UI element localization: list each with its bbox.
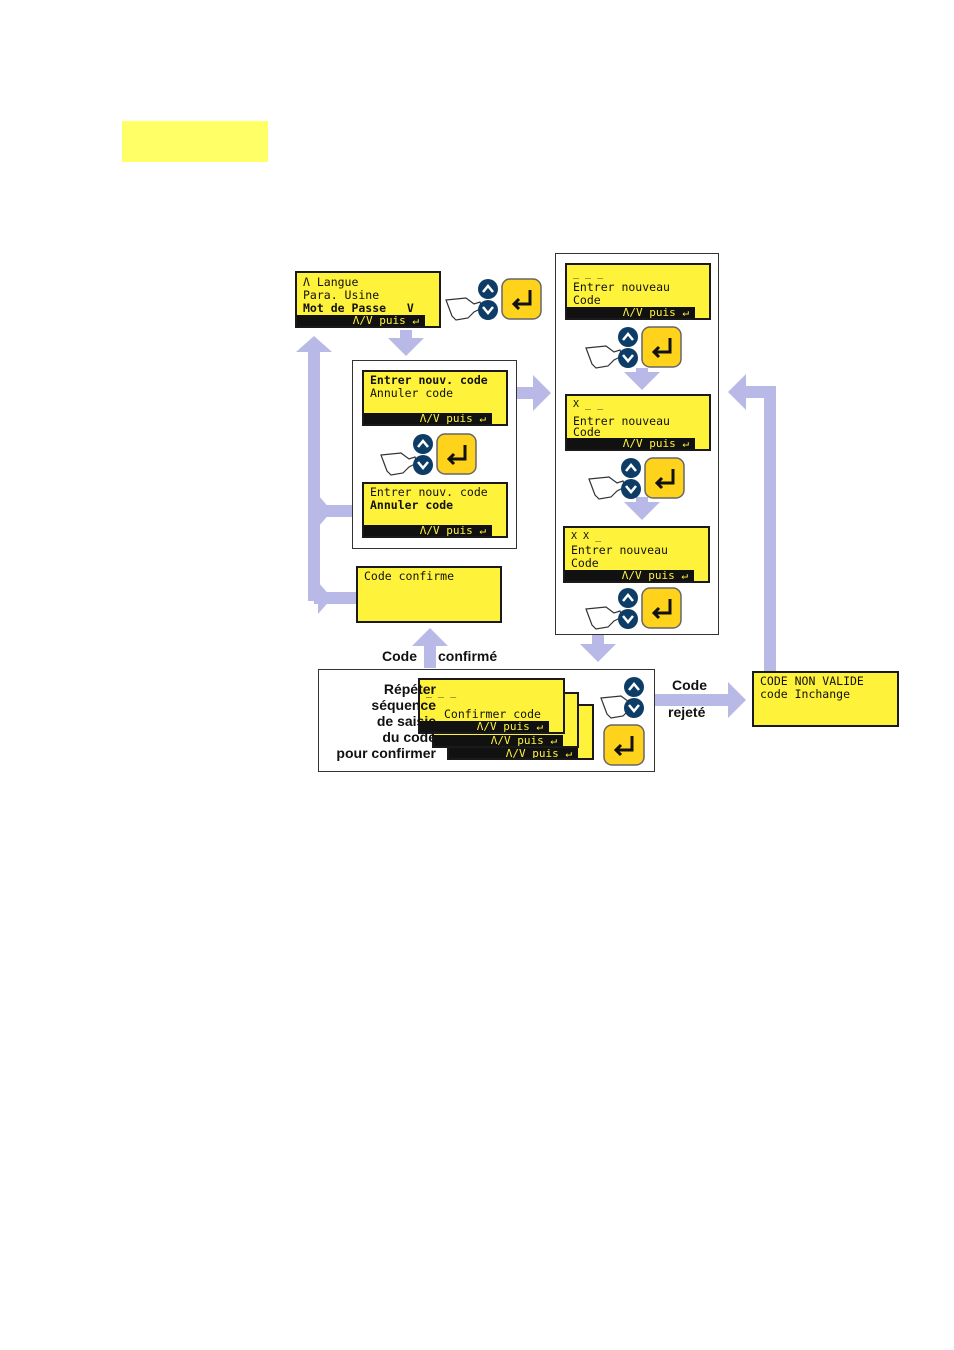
lcd-new-code-one: X _ _ Entrer nouveau Code Λ/V puis ↵ [565, 394, 711, 451]
chevron-up-icon [624, 677, 644, 697]
arrow-confirm-up [424, 640, 436, 668]
lcd-line: Entrer nouveau [573, 280, 670, 294]
lcd-option-cancel: Entrer nouv. code Annuler code Λ/V puis … [362, 482, 508, 538]
keypad-3b [380, 433, 477, 476]
lcd-bar: Λ/V puis ↵ [449, 748, 578, 758]
highlight-bar [122, 121, 268, 162]
return-head-right [728, 374, 746, 410]
chevron-down-icon [478, 300, 498, 320]
label-code: Code [382, 648, 417, 664]
arrow-to-right-head [533, 375, 551, 411]
chevron-up-icon [621, 458, 641, 478]
lcd-bar: Λ/V puis ↵ [420, 721, 549, 732]
hand-pointer-icon [585, 345, 623, 369]
lcd-line: Code confirme [364, 569, 455, 583]
enter-key-icon [641, 326, 682, 368]
lcd-line: Entrer nouv. code [370, 373, 488, 387]
lcd-new-code-two: X X _ Entrer nouveau Code Λ/V puis ↵ [563, 526, 710, 583]
lcd-line: Code [573, 425, 601, 439]
lcd-line: X _ _ [573, 399, 604, 410]
label-code-rejected: Code [672, 677, 707, 693]
lcd-line: Entrer nouv. code [370, 485, 488, 499]
return-head-up [296, 336, 332, 352]
lcd-line: Entrer nouveau [571, 543, 668, 557]
chevron-down-icon [624, 698, 644, 718]
lcd-bar: Λ/V puis ↵ [434, 735, 563, 746]
label-repeat-sequence: Répéter séquence de saisie du code pour … [336, 681, 436, 761]
lcd-new-code-empty: _ _ _ Entrer nouveau Code Λ/V puis ↵ [565, 263, 711, 320]
arrow-menu-down-head [388, 338, 424, 356]
chevron-up-icon [478, 279, 498, 299]
return-line-right [764, 392, 776, 672]
hand-pointer-icon [585, 606, 623, 630]
keypad-5b [585, 587, 682, 630]
keypad-2b [585, 326, 682, 369]
lcd-code-invalid: CODE NON VALIDE code Inchange [752, 671, 899, 727]
return-line-left [308, 345, 320, 601]
lcd-line: Annuler code [370, 498, 454, 512]
chevron-up-icon [618, 327, 638, 347]
lcd-line: _ _ _ [426, 687, 457, 698]
lcd-line: Annuler code [370, 386, 454, 400]
enter-key-icon [641, 587, 682, 629]
lcd-line: Λ Langue [303, 275, 359, 289]
chevron-up-icon [413, 434, 433, 454]
label-rejete: rejeté [668, 704, 706, 720]
lcd-bar: Λ/V puis ↵ [297, 315, 425, 326]
return-head-confirmed [318, 582, 332, 614]
lcd-option-new: Entrer nouv. code Annuler code Λ/V puis … [362, 370, 508, 426]
lcd-line: X X _ [571, 531, 602, 542]
chevron-down-icon [621, 479, 641, 499]
lcd-code-confirmed: Code confirme [356, 566, 502, 623]
lcd-bar: Λ/V puis ↵ [364, 413, 492, 424]
keypad-4b [588, 457, 685, 500]
arrow-panel-down-head [580, 644, 616, 662]
lcd-confirm-code: _ _ _ Confirmer code Λ/V puis ↵ [418, 678, 565, 734]
lcd-bar: Λ/V puis ↵ [565, 570, 694, 581]
lcd-menu: Λ Langue Para. Usine Mot de Passe V Λ/V … [295, 271, 441, 328]
enter-key-icon [603, 724, 645, 766]
chevron-up-icon [618, 588, 638, 608]
lcd-line: Mot de Passe V [303, 301, 414, 315]
lcd-line: Para. Usine [303, 288, 380, 302]
chevron-down-icon [618, 609, 638, 629]
arrow-confirm-up-head [412, 628, 448, 646]
lcd-bar: Λ/V puis ↵ [567, 438, 695, 449]
keypad-6 [600, 677, 645, 766]
arrow-to-invalid-head [728, 682, 746, 718]
hand-pointer-icon [380, 452, 418, 476]
enter-key-icon [501, 278, 542, 320]
lcd-bar: Λ/V puis ↵ [364, 525, 492, 536]
arrow-to-invalid [655, 694, 730, 706]
lcd-line: Entrer nouveau [573, 414, 670, 428]
lcd-line: CODE NON VALIDE [760, 674, 864, 688]
return-head-opt2 [318, 495, 332, 527]
label-confirme: confirmé [438, 648, 498, 664]
hand-pointer-icon [588, 476, 626, 500]
lcd-line: Code [573, 293, 601, 307]
lcd-line: _ _ _ [573, 268, 604, 279]
enter-key-icon [436, 433, 477, 475]
enter-key-icon [644, 457, 685, 499]
lcd-bar: Λ/V puis ↵ [567, 307, 695, 318]
lcd-line: code Inchange [760, 687, 851, 701]
keypad-1 [445, 278, 542, 321]
chevron-down-icon [618, 348, 638, 368]
lcd-line: Confirmer code [444, 707, 541, 721]
chevron-down-icon [413, 455, 433, 475]
lcd-line: Code [571, 556, 599, 570]
